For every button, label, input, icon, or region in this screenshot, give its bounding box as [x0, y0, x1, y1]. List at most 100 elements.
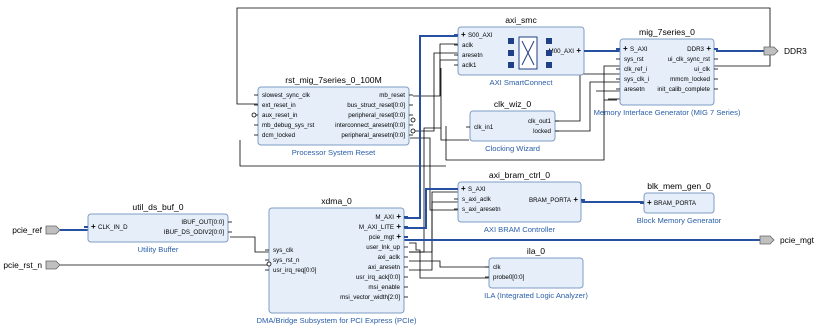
bus-m-axi-lite[interactable]: [404, 188, 458, 229]
port-label: BRAM_PORTA: [529, 197, 572, 204]
block-body[interactable]: [257, 86, 410, 146]
block-name: util_ds_buf_0: [132, 202, 183, 212]
port-label: aux_reset_in: [262, 112, 298, 119]
wire-ext-reset[interactable]: [236, 7, 771, 105]
wire-axi-aresetn[interactable]: [409, 201, 458, 271]
pin-dot: [251, 112, 257, 118]
port-label: bus_struct_reset[0:0]: [347, 102, 405, 109]
block-body[interactable]: [488, 257, 584, 289]
expand-icon: +: [573, 195, 578, 204]
block-body[interactable]: [268, 207, 405, 314]
pin-dot: [410, 128, 416, 134]
port-label: s_axi_aclk: [462, 196, 492, 203]
wire-dcm-locked[interactable]: [239, 140, 446, 167]
wire-sys-clk-ibuf[interactable]: [230, 236, 269, 253]
pin-dot: [410, 117, 416, 123]
expand-icon: +: [461, 184, 466, 193]
expand-icon: +: [576, 46, 581, 55]
port-label: aresetn: [462, 52, 483, 59]
block-name: axi_smc: [505, 15, 537, 25]
wire-ui-clk[interactable]: [445, 100, 605, 161]
port-label: init_calib_complete: [657, 86, 710, 93]
port-label: peripheral_aresetn[0:0]: [341, 132, 405, 139]
external-port-pcie_ref[interactable]: pcie_ref: [12, 225, 61, 235]
block-body[interactable]: [619, 38, 715, 106]
port-label: usr_irq_req[0:0]: [273, 267, 317, 274]
block-caption: AXI BRAM Controller: [484, 225, 556, 234]
port-label: clk: [493, 264, 501, 271]
external-port-pcie_rst_n[interactable]: pcie_rst_n: [3, 260, 61, 270]
block-name: mig_7series_0: [639, 27, 695, 37]
wire-clk-out1[interactable]: [555, 73, 620, 122]
block-caption: Block Memory Generator: [637, 216, 722, 225]
wire-bram-aresetn[interactable]: [410, 137, 458, 211]
block-name: xdma_0: [321, 196, 352, 206]
port-label: S_AXI: [630, 46, 648, 53]
wire-smc-aclk[interactable]: [439, 59, 458, 96]
block-rst[interactable]: rst_mig_7series_0_100M Processor System R…: [254, 75, 413, 157]
port-label: ext_reset_in: [262, 102, 296, 109]
port-label: mb_reset: [379, 92, 405, 99]
wire-locked[interactable]: [555, 81, 620, 132]
port-label: clk_in1: [474, 124, 494, 131]
port-label: peripheral_reset[0:0]: [348, 112, 405, 119]
expand-icon: +: [461, 30, 466, 39]
port-label: ui_clk_sync_rst: [668, 56, 711, 63]
external-port-label: pcie_ref: [12, 225, 42, 235]
bus-m-axi[interactable]: [404, 35, 458, 219]
port-arrow-icon: [45, 225, 61, 235]
port-label: aclk1: [462, 62, 477, 69]
port-label: mb_debug_sys_rst: [262, 122, 315, 129]
port-arrow-icon: [759, 235, 775, 245]
port-label: DDR3: [687, 46, 704, 53]
block-name: axi_bram_ctrl_0: [489, 170, 550, 180]
port-label: aclk: [462, 42, 474, 49]
external-port-pcie_mgt[interactable]: pcie_mgt: [759, 235, 815, 245]
port-label: mmcm_locked: [670, 76, 710, 83]
block-body[interactable]: [469, 110, 556, 142]
port-label: locked: [533, 128, 551, 135]
port-label: msi_vector_width[2:0]: [340, 294, 400, 301]
wire-clk-in[interactable]: [440, 68, 469, 141]
port-label: dcm_locked: [262, 132, 296, 139]
port-label: IBUF_DS_ODIV2[0:0]: [164, 229, 224, 236]
expand-icon: +: [396, 232, 401, 241]
wire-aclk-up[interactable]: [409, 127, 441, 253]
port-label: M_AXI_LITE: [359, 224, 394, 231]
block-caption: DMA/Bridge Subsystem for PCI Express (PC…: [257, 316, 417, 325]
block-body[interactable]: [457, 181, 582, 223]
block-caption: Memory Interface Generator (MIG 7 Series…: [594, 108, 741, 117]
block-name: rst_mig_7series_0_100M: [285, 75, 382, 85]
port-label: s_axi_aresetn: [462, 206, 501, 213]
port-label: sys_clk: [273, 247, 294, 254]
port-label: interconnect_aresetn[0:0]: [335, 122, 405, 129]
external-port-label: DDR3: [784, 46, 807, 56]
wire-lnk-up[interactable]: [409, 242, 489, 279]
block-caption: Utility Buffer: [138, 245, 179, 254]
external-port-ddr3[interactable]: DDR3: [763, 46, 807, 56]
port-label: S00_AXI: [468, 32, 493, 39]
port-label: axi_aresetn: [368, 264, 401, 271]
port-label: aresetn: [624, 86, 645, 93]
block-name: blk_mem_gen_0: [647, 181, 711, 191]
block-caption: Processor System Reset: [292, 148, 376, 157]
port-label: ui_clk: [694, 66, 711, 73]
block-name: clk_wiz_0: [494, 99, 531, 109]
port-label: CLK_IN_D: [98, 224, 128, 231]
expand-icon: +: [623, 44, 628, 53]
wires: [60, 7, 771, 279]
wire-periph-aresetn[interactable]: [413, 52, 458, 132]
wire-ila-clk[interactable]: [409, 260, 489, 268]
block-name: ila_0: [527, 246, 545, 256]
external-port-label: pcie_rst_n: [3, 260, 42, 270]
